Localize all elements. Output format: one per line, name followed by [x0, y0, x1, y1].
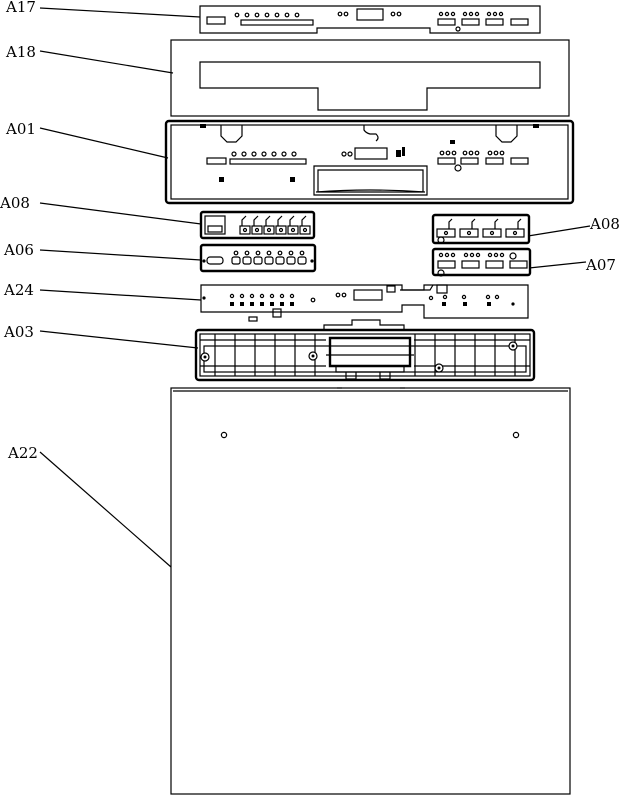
part-a08-left — [199, 210, 316, 240]
leader-a22 — [39, 451, 172, 568]
part-a06 — [199, 243, 317, 273]
label-a07: A07 — [585, 256, 616, 274]
label-a01: A01 — [5, 120, 36, 138]
leader-a06 — [39, 249, 202, 261]
part-a07 — [431, 247, 532, 277]
label-a06: A06 — [3, 241, 34, 259]
part-a24 — [200, 284, 529, 322]
label-a03: A03 — [3, 323, 34, 341]
leader-a18 — [39, 50, 174, 74]
part-a22 — [170, 387, 571, 795]
part-a08-right — [431, 213, 531, 245]
label-a17: A17 — [5, 0, 36, 16]
leader-a01 — [39, 127, 169, 159]
leader-a17 — [39, 7, 201, 18]
part-a18 — [170, 39, 570, 117]
leader-a03 — [39, 330, 199, 349]
label-a22: A22 — [7, 444, 38, 462]
part-a01 — [164, 119, 575, 205]
label-a24: A24 — [3, 281, 34, 299]
label-a18: A18 — [5, 43, 36, 61]
part-a03 — [194, 319, 536, 382]
part-a17 — [199, 5, 541, 34]
leader-a24 — [39, 289, 202, 301]
label-a08-left: A08 — [0, 194, 30, 212]
leader-a07 — [528, 261, 587, 269]
leader-a08-left — [39, 202, 202, 225]
leader-a08-right — [527, 225, 591, 237]
label-a08-right: A08 — [589, 215, 620, 233]
